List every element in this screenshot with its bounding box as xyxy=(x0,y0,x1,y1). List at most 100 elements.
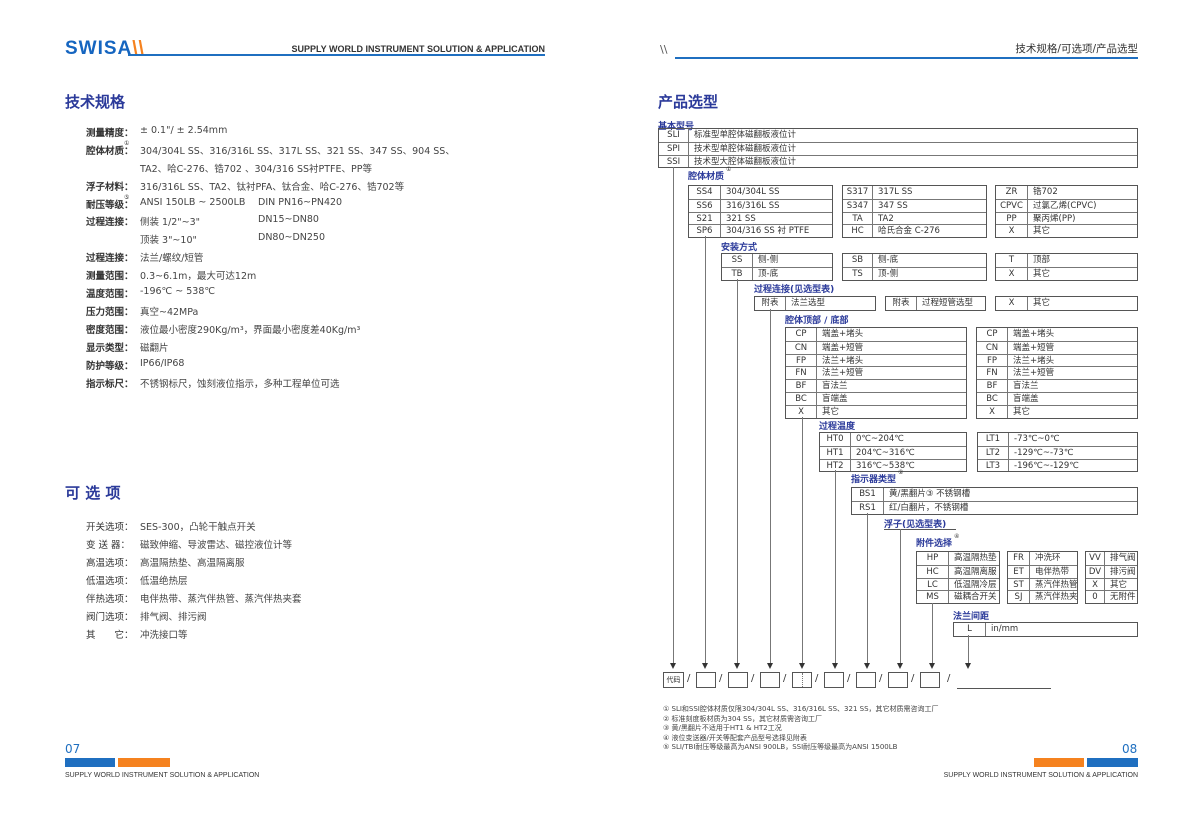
option-code: TB xyxy=(722,267,753,280)
option-description: 其它 xyxy=(1033,268,1051,279)
option-description: 磁耦合开关 xyxy=(954,592,997,603)
code-input-box[interactable] xyxy=(760,672,780,688)
code-input-box[interactable] xyxy=(824,672,844,688)
mount-section-title: 安装方式 xyxy=(721,243,758,253)
conn-option-row[interactable]: 附表法兰选型 xyxy=(755,297,875,310)
temp-section-title: 过程温度 xyxy=(819,422,856,432)
footnote: ④ 液位变送器/开关等配套产品型号选择见附表 xyxy=(663,733,807,742)
option-code: FP xyxy=(977,354,1008,367)
option-description: 321 SS xyxy=(726,213,756,224)
option-code: BC xyxy=(786,392,817,405)
connector-line xyxy=(835,470,836,664)
spec-value: 液位最小密度290Kg/m³，界面最小密度差40Kg/m³ xyxy=(140,325,361,336)
option-description: 法兰+短管 xyxy=(822,368,864,379)
temp-option-row[interactable]: LT2-129℃~-73℃ xyxy=(978,445,1137,459)
temp-option-row[interactable]: LT3-196℃~-129℃ xyxy=(978,458,1137,472)
option-description: 盲端盖 xyxy=(1013,393,1039,404)
option-code: LT1 xyxy=(978,433,1009,446)
option-code: FN xyxy=(977,367,1008,380)
code-input-box[interactable] xyxy=(920,672,940,688)
material-option-row[interactable]: CPVC 过氯乙烯(CPVC) xyxy=(996,198,1137,212)
code-input-box[interactable] xyxy=(728,672,748,688)
code-input-box[interactable] xyxy=(856,672,876,688)
conn-table: 附表过程短管选型 xyxy=(885,296,986,311)
spec-label: 显示类型： xyxy=(86,343,134,354)
flange-length-input[interactable] xyxy=(957,688,1051,689)
separator: / xyxy=(879,673,883,684)
option-code: CPVC xyxy=(996,199,1028,212)
brand-logo: SWISA\\ xyxy=(65,38,145,59)
spec-value-2: DN15~DN80 xyxy=(258,214,319,225)
code-input-box[interactable] xyxy=(696,672,716,688)
code-label: 代码 xyxy=(663,672,684,688)
option-description: 过氯乙烯(CPVC) xyxy=(1033,200,1097,211)
code-input-box[interactable] xyxy=(888,672,908,688)
option-description: 0℃~204℃ xyxy=(856,434,904,444)
code-input-box[interactable] xyxy=(792,672,812,688)
conn-option-row[interactable]: 附表过程短管选型 xyxy=(886,297,985,310)
option-code: ZR xyxy=(996,186,1028,199)
acc-option-row[interactable]: SJ蒸汽伴热夹套 xyxy=(1008,590,1077,604)
temp-option-row[interactable]: LT1-73℃~0℃ xyxy=(978,433,1137,446)
option-code: TA xyxy=(843,212,873,225)
acc-table: FR冲洗环ET电伴热带ST蒸汽伴热管SJ蒸汽伴热夹套 xyxy=(1007,551,1078,605)
acc-section-title: 附件选择 xyxy=(916,539,953,549)
right-footer-text: SUPPLY WORLD INSTRUMENT SOLUTION & APPLI… xyxy=(943,772,1138,779)
